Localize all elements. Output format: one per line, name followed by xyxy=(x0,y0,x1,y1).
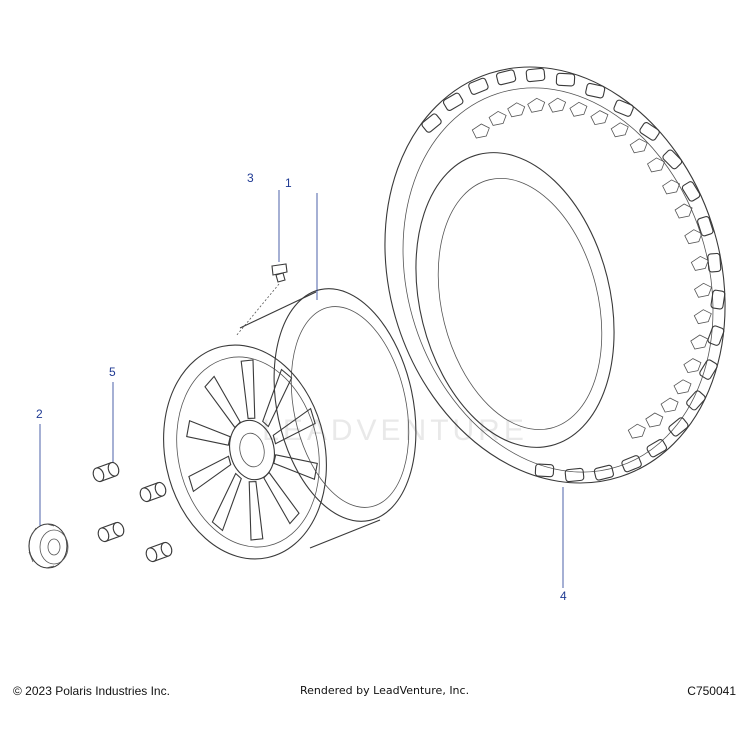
tread-lug xyxy=(585,82,606,99)
tread-lug xyxy=(668,417,689,437)
callout-label: 1 xyxy=(285,176,292,190)
lug-nut[interactable] xyxy=(91,461,120,483)
tread-lug xyxy=(707,325,725,346)
tread-lug xyxy=(564,467,585,483)
copyright-text: © 2023 Polaris Industries Inc. xyxy=(13,684,170,698)
callout-3[interactable]: 3 xyxy=(247,171,280,262)
tread-lug xyxy=(527,97,546,113)
wheel-spoke xyxy=(186,420,231,446)
tread-lug xyxy=(621,455,642,473)
tread-lug xyxy=(693,309,712,325)
wheel-spoke xyxy=(248,481,264,541)
tread-lug xyxy=(639,122,660,141)
tread-lug xyxy=(610,122,629,138)
tread-lug xyxy=(421,113,442,133)
tread-lug xyxy=(707,252,722,273)
callout-label: 4 xyxy=(560,589,567,603)
callout-1[interactable]: 1 xyxy=(285,176,318,300)
tread-lug xyxy=(468,77,489,95)
tire-tread xyxy=(421,67,726,483)
tread-lug xyxy=(683,358,702,374)
tread-lug xyxy=(569,101,588,117)
tread-lug xyxy=(699,359,718,380)
tread-lug xyxy=(690,334,709,350)
tread-lug xyxy=(496,69,517,86)
lug-nut[interactable] xyxy=(138,481,167,503)
callout-label: 2 xyxy=(36,407,43,421)
tread-lug xyxy=(627,423,646,439)
wheel-spokes xyxy=(186,359,318,541)
wheel[interactable] xyxy=(144,275,436,574)
figure-code: C750041 xyxy=(687,684,736,698)
wheel-spoke xyxy=(262,368,293,428)
tread-lug xyxy=(684,229,703,245)
tread-lug xyxy=(646,439,668,458)
tread-lug xyxy=(690,255,709,271)
callout-2[interactable]: 2 xyxy=(36,407,43,526)
lug-nut[interactable] xyxy=(144,541,173,563)
tread-lug xyxy=(590,110,609,126)
center-cap[interactable] xyxy=(28,523,69,569)
tread-lug xyxy=(697,216,714,237)
wheel-spoke xyxy=(204,375,241,429)
tread-lug xyxy=(693,282,713,298)
tread-lug xyxy=(645,412,664,428)
tread-lug xyxy=(471,123,490,139)
tread-lug xyxy=(593,464,614,481)
wheel-spoke xyxy=(188,455,232,493)
callout-label: 3 xyxy=(247,171,254,185)
wheel-spoke xyxy=(263,471,300,525)
valve-stem[interactable] xyxy=(235,263,288,337)
tread-lug xyxy=(507,102,526,118)
tread-lug xyxy=(662,149,683,170)
watermark: LEADVENTURE xyxy=(262,414,528,447)
wheel-spoke xyxy=(240,359,256,419)
tread-lug xyxy=(442,92,464,111)
tread-lug xyxy=(686,390,706,411)
tread-lug xyxy=(548,97,567,113)
tread-lug xyxy=(681,181,701,202)
tread-lug xyxy=(674,203,693,219)
tread-lug xyxy=(646,157,666,173)
tread-lug xyxy=(555,72,576,87)
tire[interactable] xyxy=(333,22,750,527)
callout-5[interactable]: 5 xyxy=(109,365,116,462)
wheel-spoke xyxy=(273,454,318,480)
rendered-by-text: Rendered by LeadVenture, Inc. xyxy=(300,684,470,697)
tread-lug xyxy=(525,67,546,83)
tread-lug xyxy=(660,397,679,413)
tread-lug xyxy=(534,463,555,478)
callout-label: 5 xyxy=(109,365,116,379)
tread-lug xyxy=(613,99,634,117)
wheel-spoke xyxy=(211,472,242,532)
tread-lug xyxy=(488,110,507,126)
tread-lug xyxy=(673,379,692,395)
callout-4[interactable]: 4 xyxy=(560,487,567,603)
wheel-spoke xyxy=(272,407,316,445)
tread-lug xyxy=(629,138,648,154)
tread-lug xyxy=(710,289,726,310)
tread-lug xyxy=(662,179,681,195)
lug-nut[interactable] xyxy=(96,521,125,543)
